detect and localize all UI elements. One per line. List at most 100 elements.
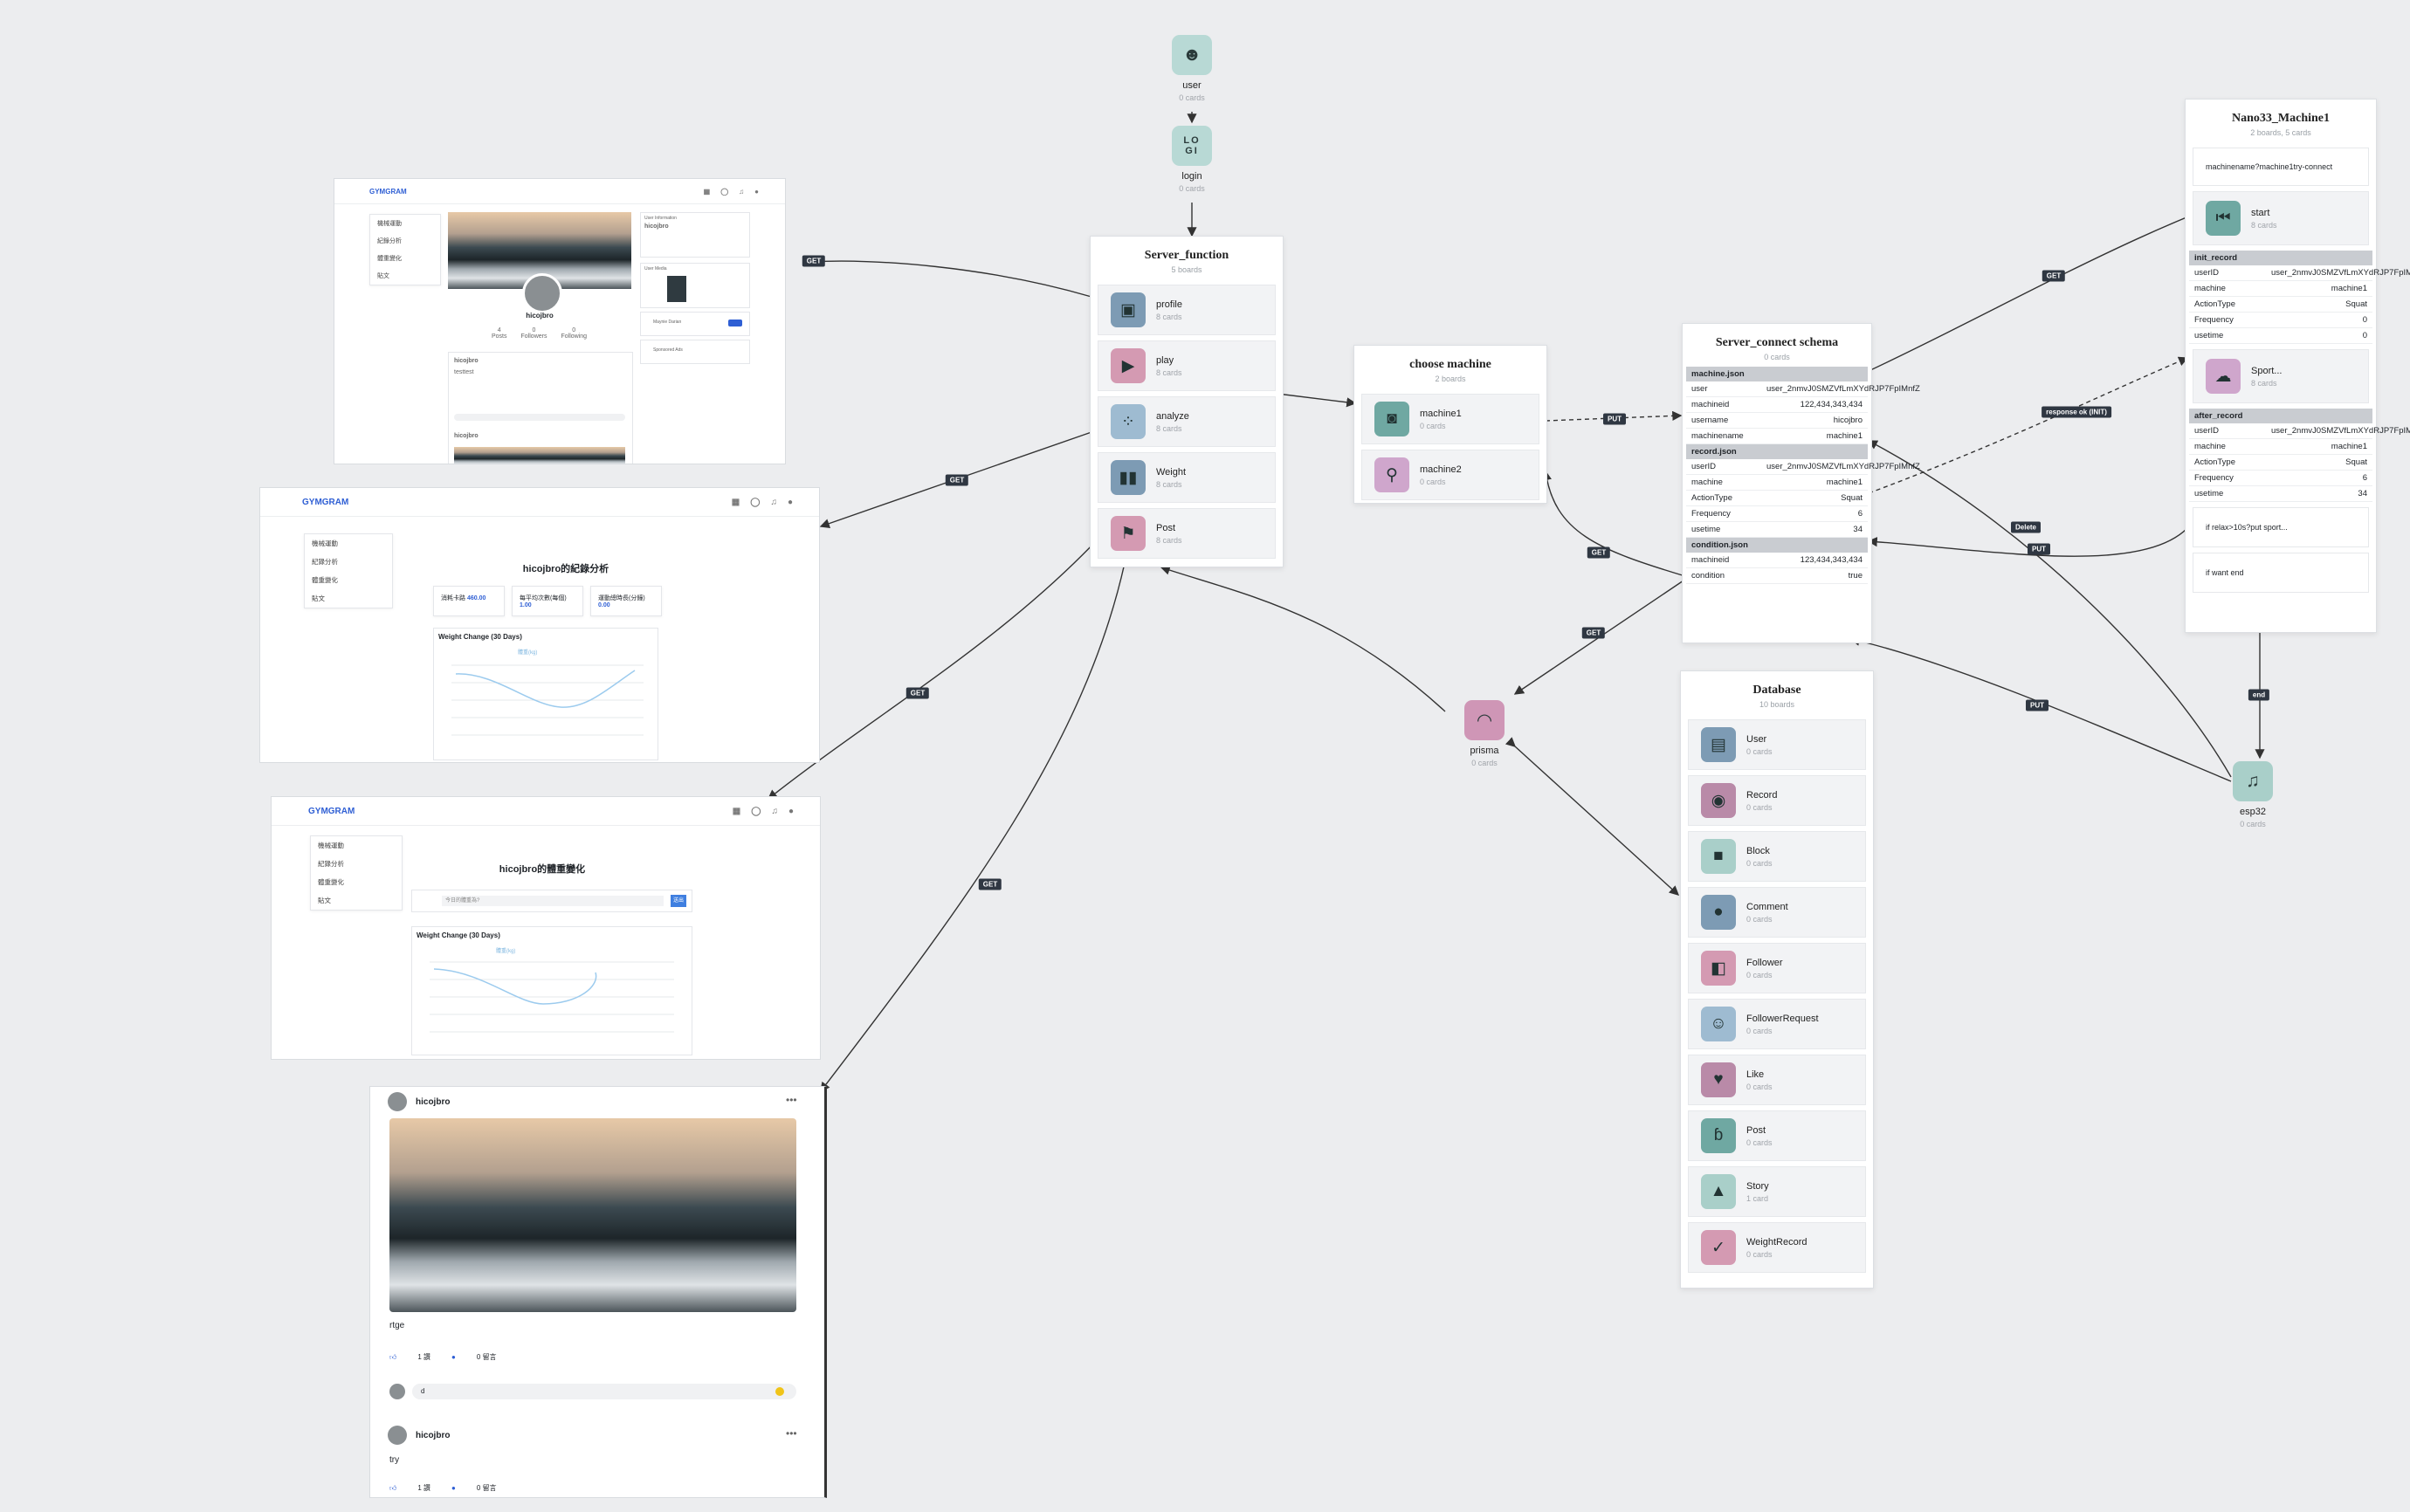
sidebar-item[interactable]: 貼文 (318, 897, 331, 904)
login-icon: LO GI (1172, 126, 1212, 166)
grid-icon: ▦ (732, 806, 741, 816)
card-count: 8 cards (1156, 423, 1182, 433)
note-try-connect[interactable]: machinename?machine1try-connect (2193, 148, 2369, 186)
card-name: machine2 (1420, 464, 1462, 475)
edge-profile-get (811, 260, 1092, 298)
sidebar-item[interactable]: 貼文 (377, 273, 389, 279)
post-username[interactable]: hicojbro (416, 1431, 451, 1440)
ads-panel: Sponsored Ads (640, 340, 750, 364)
edge-weight-get (767, 540, 1097, 800)
comment-icon[interactable]: ● (451, 1484, 456, 1492)
board-nano33-machine1[interactable]: Nano33_Machine1 2 boards, 5 cards machin… (2185, 99, 2410, 633)
stat-cards: 消耗卡路 460.00 每平均次數(每個) 1.00 運動總時長(分鐘) 0.0… (433, 586, 669, 616)
sidebar-item[interactable]: 體重變化 (318, 878, 344, 886)
note-want-end[interactable]: if want end (2193, 553, 2369, 593)
node-login[interactable]: LO GI login 0 cards (1157, 126, 1227, 193)
comment-icon[interactable]: ● (451, 1353, 456, 1361)
card-count: 0 cards (1420, 421, 1446, 430)
sidebar-item[interactable]: 機械運動 (377, 221, 402, 227)
bell-icon: ♫ (770, 497, 777, 507)
sidebar-item[interactable]: 紀錄分析 (312, 558, 338, 566)
accept-button[interactable] (728, 320, 742, 326)
comment-input[interactable]: d (412, 1384, 796, 1399)
more-icon[interactable]: ••• (786, 1427, 797, 1440)
emoji-icon[interactable] (775, 1387, 784, 1396)
sidebar-item[interactable]: 體重變化 (312, 576, 338, 584)
screenshot-profile[interactable]: GYMGRAM▦◯♫● 機械運動 紀錄分析 體重變化 貼文 hicojbro 4… (334, 178, 786, 464)
page-title: hicojbro的紀錄分析 (522, 564, 609, 574)
like-icon[interactable]: 👍︎ (389, 1352, 397, 1361)
sidebar-item[interactable]: 貼文 (312, 594, 325, 602)
card-count: 8 cards (1156, 479, 1182, 489)
weight-input[interactable]: 今日的體重為? (442, 896, 664, 906)
rainbow-icon: ◠ (1464, 700, 1505, 740)
comment-input[interactable] (454, 414, 625, 421)
node-user[interactable]: ☻ user 0 cards (1157, 35, 1227, 102)
card-count: 0 cards (1420, 477, 1446, 486)
node-login-count: 0 cards (1179, 184, 1205, 193)
post-username: hicojbro (454, 358, 479, 364)
sidebar-item[interactable]: 紀錄分析 (377, 238, 402, 244)
edge-prisma-database (1505, 737, 1680, 896)
board-server-connect-schema[interactable]: Server_connect schema 0 cards machine.js… (1682, 323, 1920, 643)
follower-request-icon: ☺ (1701, 1007, 1736, 1041)
node-prisma[interactable]: ◠ prisma 0 cards (1449, 700, 1519, 767)
play-icon: ▶ (1111, 348, 1146, 383)
like-icon[interactable]: 👍︎ (389, 1483, 397, 1492)
avatar: ● (754, 187, 759, 196)
sidebar-item[interactable]: 紀錄分析 (318, 860, 344, 868)
board-subtitle: 2 boards (1435, 375, 1466, 383)
sidebar-item[interactable]: 體重變化 (377, 256, 402, 262)
edge-label-response: response ok (INIT) (2042, 406, 2111, 418)
sidebar: 機械運動 紀錄分析 體重變化 貼文 (310, 835, 403, 911)
note-relax[interactable]: if relax>10s?put sport... (2193, 507, 2369, 547)
card-name: analyze (1156, 410, 1189, 422)
media-thumb[interactable] (667, 276, 686, 302)
node-esp32[interactable]: ♫ esp32 0 cards (2218, 761, 2288, 828)
more-icon[interactable]: ••• (786, 1094, 797, 1106)
board-title: Server_connect schema (1715, 336, 1839, 349)
screenshot-analyze[interactable]: GYMGRAM▦◯♫● 機械運動 紀錄分析 體重變化 貼文 hicojbro的紀… (259, 487, 820, 763)
card-sport[interactable]: ☁Sport...8 cards (2193, 349, 2369, 403)
follow-request-panel: Maynie Darian (640, 312, 750, 336)
post-image (454, 447, 625, 464)
submit-button[interactable]: 送出 (671, 895, 686, 907)
card-name: Weight (1156, 466, 1187, 478)
skip-back-icon: ⏮ (2206, 201, 2241, 236)
screenshot-post[interactable]: hicojbro ••• rtge 👍︎1 讚 ●0 留言 d hicojbro… (369, 1086, 827, 1498)
edge-label-get: GET (802, 255, 826, 267)
post-username[interactable]: hicojbro (416, 1097, 451, 1107)
sidebar-item[interactable]: 機械運動 (312, 540, 338, 547)
post-caption: try (389, 1455, 400, 1465)
sidebar-item[interactable]: 機械運動 (318, 842, 344, 849)
screenshot-weight[interactable]: GYMGRAM▦◯♫● 機械運動 紀錄分析 體重變化 貼文 hicojbro的體… (271, 796, 821, 1060)
after-record-header: after_record (2189, 409, 2372, 423)
head-icon: ☻ (1172, 35, 1212, 75)
